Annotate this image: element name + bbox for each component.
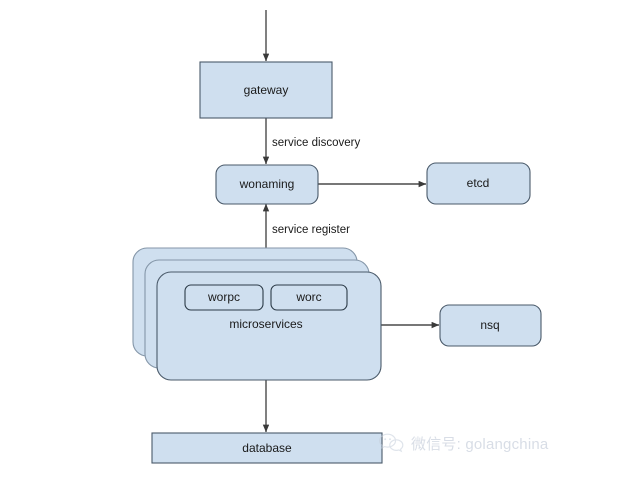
node-wonaming[interactable]: wonaming xyxy=(215,164,319,205)
node-nsq-label: nsq xyxy=(480,318,499,332)
node-etcd-label: etcd xyxy=(467,176,490,190)
node-nsq[interactable]: nsq xyxy=(439,304,542,347)
node-worc[interactable]: worc xyxy=(270,284,348,311)
node-database[interactable]: database xyxy=(151,432,383,464)
node-etcd[interactable]: etcd xyxy=(426,162,531,205)
node-gateway-label: gateway xyxy=(244,83,289,97)
edge-label-service-register: service register xyxy=(272,224,350,236)
node-gateway[interactable]: gateway xyxy=(199,61,333,119)
edge-label-service-discovery: service discovery xyxy=(272,137,360,149)
node-database-label: database xyxy=(242,441,292,455)
node-wonaming-label: wonaming xyxy=(239,177,295,191)
node-microservices-label: microservices xyxy=(229,317,302,331)
node-worpc[interactable]: worpc xyxy=(184,284,264,311)
node-worc-label: worc xyxy=(295,290,321,304)
node-worpc-label: worpc xyxy=(207,290,240,304)
